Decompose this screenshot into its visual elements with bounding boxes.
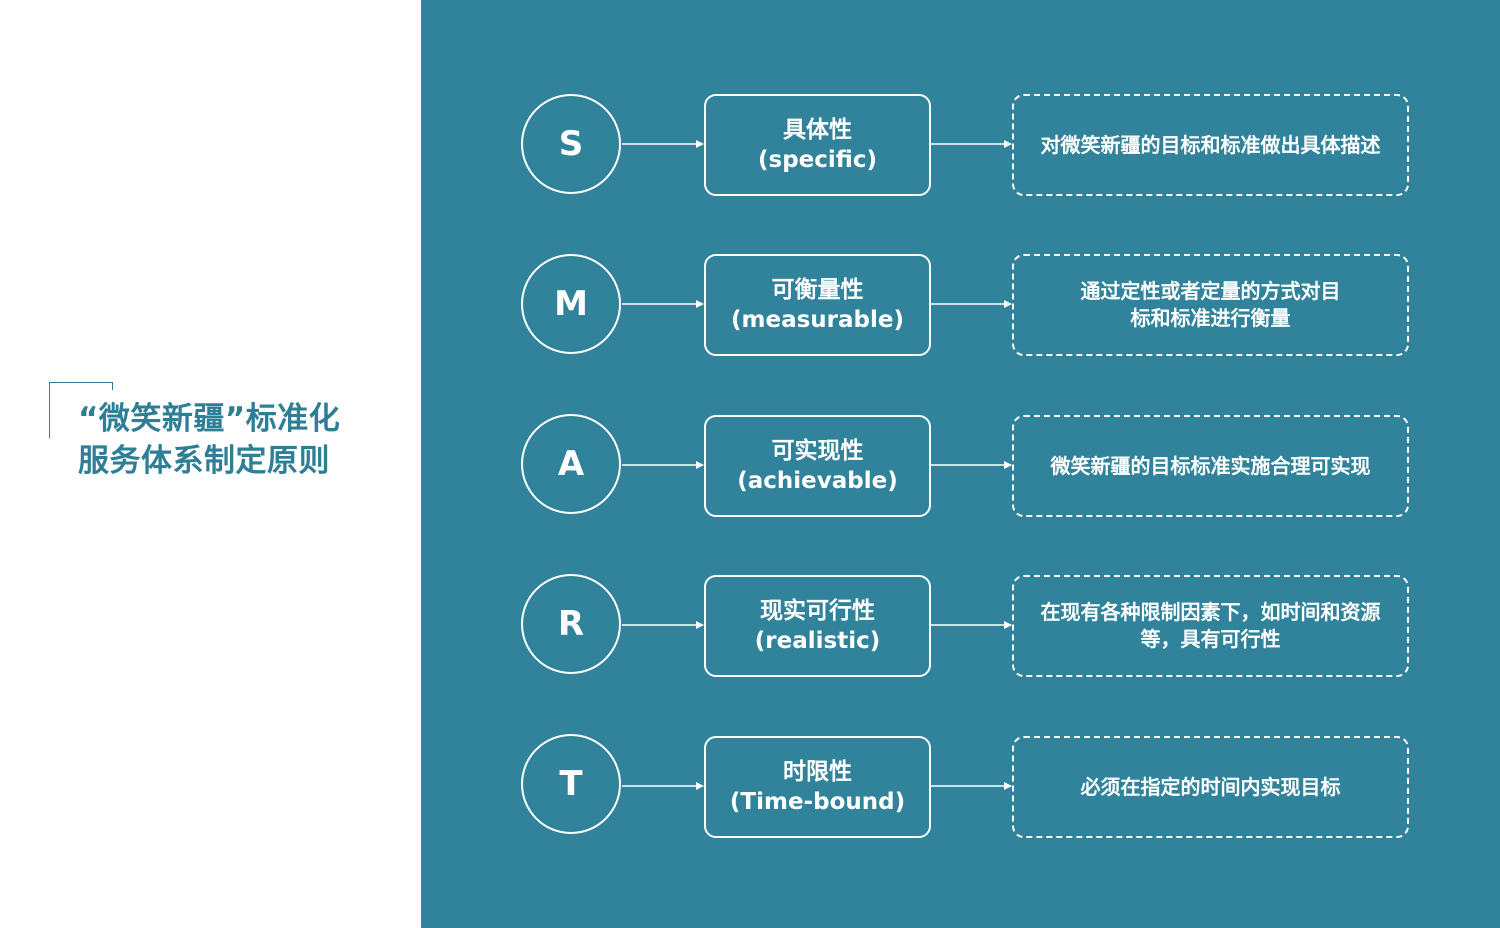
title-panel: “微笑新疆”标准化 服务体系制定原则: [0, 0, 421, 928]
principle-box-achievable: 可实现性 (achievable): [704, 415, 931, 517]
principle-box-realistic: 现实可行性 (realistic): [704, 575, 931, 677]
description-text: 通过定性或者定量的方式对目标和标准进行衡量: [1080, 279, 1341, 330]
letter-circle-r: R: [521, 574, 621, 674]
letter-circle-s: S: [521, 94, 621, 194]
description-text: 在现有各种限制因素下，如时间和资源等，具有可行性: [1040, 600, 1381, 651]
description-box-time-bound: 必须在指定的时间内实现目标: [1012, 736, 1409, 838]
principle-name-cn: 具体性: [783, 117, 852, 143]
principle-name-en: (measurable): [731, 307, 904, 333]
title-line-2: 服务体系制定原则: [78, 443, 330, 479]
letter-t: T: [559, 764, 583, 804]
title-line-1: “微笑新疆”标准化: [78, 401, 341, 437]
description-box-realistic: 在现有各种限制因素下，如时间和资源等，具有可行性: [1012, 575, 1409, 677]
principle-name-en: (realistic): [754, 628, 881, 654]
letter-a: A: [557, 444, 585, 484]
description-text: 必须在指定的时间内实现目标: [1080, 774, 1341, 799]
principle-name-cn: 可实现性: [771, 438, 864, 464]
description-box-specific: 对微笑新疆的目标和标准做出具体描述: [1012, 94, 1409, 196]
letter-r: R: [557, 604, 585, 644]
principle-name-en: (achievable): [737, 468, 898, 494]
letter-m: M: [554, 284, 588, 324]
letter-circle-t: T: [521, 734, 621, 834]
description-text: 对微笑新疆的目标和标准做出具体描述: [1040, 132, 1381, 157]
principle-name-cn: 时限性: [783, 759, 852, 785]
title-bracket-decoration: [49, 382, 113, 438]
letter-s: S: [558, 124, 584, 164]
principle-name-en: (specific): [758, 147, 877, 173]
principle-name-cn: 可衡量性: [771, 277, 864, 303]
principle-box-time-bound: 时限性 (Time-bound): [704, 736, 931, 838]
description-box-achievable: 微笑新疆的目标标准实施合理可实现: [1012, 415, 1409, 517]
principle-box-specific: 具体性 (specific): [704, 94, 931, 196]
principle-box-measurable: 可衡量性 (measurable): [704, 254, 931, 356]
letter-circle-a: A: [521, 414, 621, 514]
principle-name-cn: 现实可行性: [760, 598, 875, 624]
description-text: 微笑新疆的目标标准实施合理可实现: [1050, 453, 1371, 478]
principle-name-en: (Time-bound): [729, 789, 906, 815]
page-title: “微笑新疆”标准化 服务体系制定原则: [78, 398, 398, 482]
letter-circle-m: M: [521, 254, 621, 354]
description-box-measurable: 通过定性或者定量的方式对目标和标准进行衡量: [1012, 254, 1409, 356]
